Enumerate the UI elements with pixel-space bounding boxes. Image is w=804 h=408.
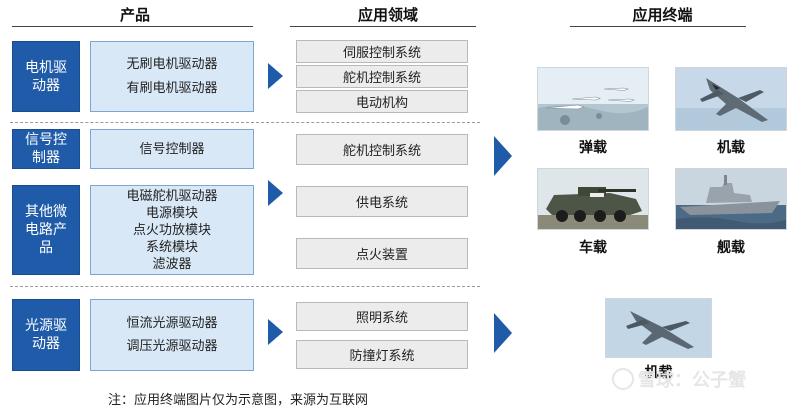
header-applications: 应用领域 (357, 6, 418, 24)
footnote: 注：应用终端图片仅为示意图，来源为互联网 (108, 393, 369, 408)
product-item: 点火功放模块 (132, 222, 211, 238)
product-item: 系统模块 (145, 239, 198, 255)
terminal-ship-label: 舰载 (717, 240, 745, 256)
aircraft-image (606, 299, 711, 357)
watermark-text: 雪球：公子蟹 (638, 370, 746, 391)
header-products: 产品 (119, 6, 150, 24)
app-rudder-control: 舵机控制系统 (296, 65, 468, 88)
products-motor: 无刷电机驱动器 有刷电机驱动器 (90, 41, 254, 112)
app-servo-control: 伺服控制系统 (296, 40, 468, 63)
category-signal-controller: 信号控 制器 (12, 129, 80, 169)
product-item: 调压光源驱动器 (126, 339, 218, 355)
arrow-right-icon (268, 180, 283, 206)
arrow-right-icon (268, 63, 283, 89)
aircraft-image (676, 68, 786, 130)
arrow-right-icon (494, 136, 512, 176)
header-applications-underline (290, 26, 476, 27)
category-other-microcircuit: 其他微 电路产 品 (12, 185, 80, 275)
product-item: 电源模块 (145, 205, 198, 221)
arrow-right-icon (494, 313, 512, 353)
arrow-right-icon (268, 319, 283, 345)
product-item: 信号控制器 (139, 141, 205, 157)
vehicle-image (538, 169, 648, 229)
ship-image (676, 169, 786, 229)
app-electric-mechanism: 电动机构 (296, 90, 468, 113)
section-divider (10, 286, 480, 287)
terminal-vehicle-label: 车载 (579, 240, 607, 256)
products-light: 恒流光源驱动器 调压光源驱动器 (90, 299, 254, 371)
app-rudder-control-signal: 舵机控制系统 (296, 134, 468, 165)
product-item: 电磁舵机驱动器 (126, 188, 218, 204)
product-item: 滤波器 (152, 256, 192, 272)
ship-photo (675, 168, 787, 230)
missile-image (538, 68, 648, 130)
app-lighting-system: 照明系统 (296, 302, 468, 331)
vehicle-photo (537, 168, 649, 230)
app-ignition-device: 点火装置 (296, 238, 468, 269)
products-other: 电磁舵机驱动器 电源模块 点火功放模块 系统模块 滤波器 (90, 185, 254, 275)
app-anti-collision-light: 防撞灯系统 (296, 340, 468, 369)
app-power-supply: 供电系统 (296, 186, 468, 217)
aircraft-photo-2 (605, 298, 712, 358)
terminal-missile-label: 弹载 (579, 140, 607, 156)
category-motor-driver: 电机驱 动器 (12, 41, 80, 112)
products-signal: 信号控制器 (90, 129, 254, 169)
section-divider (10, 122, 480, 123)
header-terminals-underline (570, 26, 746, 27)
watermark-logo-icon (612, 368, 634, 390)
aircraft-photo (675, 67, 787, 131)
category-light-driver: 光源驱 动器 (12, 299, 80, 371)
terminal-aircraft-label: 机载 (717, 140, 745, 156)
missile-photo (537, 67, 649, 131)
product-item: 无刷电机驱动器 (126, 57, 218, 73)
header-products-underline (12, 26, 253, 27)
product-item: 恒流光源驱动器 (126, 315, 218, 331)
product-item: 有刷电机驱动器 (126, 80, 218, 96)
terminal-aircraft-label-2: 机载 (644, 365, 673, 381)
watermark: 雪球：公子蟹 (612, 366, 802, 392)
header-terminals: 应用终端 (632, 6, 693, 24)
